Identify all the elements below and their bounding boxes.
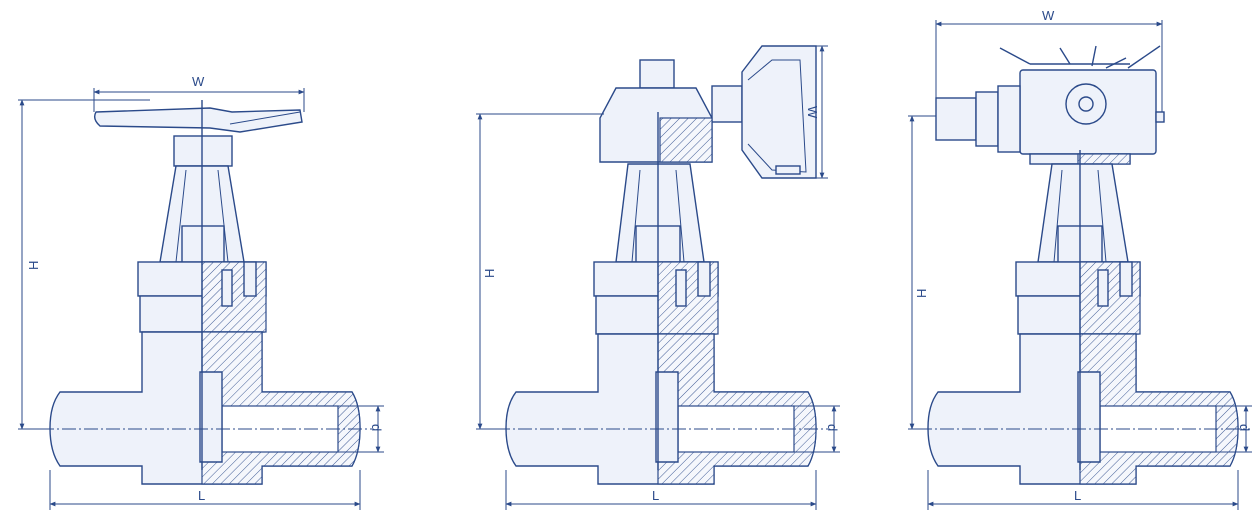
bore-label-2: d bbox=[825, 424, 840, 431]
valve-view-3: W H d L bbox=[908, 8, 1252, 510]
dimension-l-1: L bbox=[49, 470, 361, 510]
valve-body-3 bbox=[927, 333, 1239, 485]
length-label-3: L bbox=[1074, 488, 1081, 503]
dimension-w-3: W bbox=[935, 8, 1163, 112]
height-label-2: H bbox=[482, 269, 497, 278]
bonnet-2 bbox=[593, 261, 719, 335]
electric-actuator bbox=[935, 45, 1165, 165]
valve-body-2 bbox=[505, 333, 817, 485]
dimension-h-1: H bbox=[18, 99, 150, 430]
dimension-l-2: L bbox=[505, 470, 817, 510]
bonnet-3 bbox=[1015, 261, 1141, 335]
dimension-w-1: W bbox=[93, 74, 305, 112]
dimension-d-3: d bbox=[1216, 405, 1252, 453]
length-label: L bbox=[198, 488, 205, 503]
valve-view-2: W H d L bbox=[476, 45, 840, 510]
dimension-h-3: H bbox=[908, 115, 936, 430]
valve-view-1: W H d L bbox=[18, 74, 384, 510]
gearbox bbox=[599, 45, 817, 179]
width-label: W bbox=[192, 74, 205, 89]
dimension-l-3: L bbox=[927, 470, 1239, 510]
bonnet bbox=[137, 261, 267, 333]
height-label: H bbox=[26, 261, 41, 270]
length-label-2: L bbox=[652, 488, 659, 503]
dimension-w-2: W bbox=[805, 45, 828, 179]
yoke-3 bbox=[1037, 163, 1129, 263]
dimension-d-2: d bbox=[794, 405, 840, 453]
height-label-3: H bbox=[914, 289, 929, 298]
dimension-d-1: d bbox=[338, 405, 384, 453]
valve-body bbox=[49, 331, 361, 485]
width-label-2: W bbox=[805, 106, 820, 119]
bore-label-3: d bbox=[1237, 424, 1252, 431]
yoke-2 bbox=[615, 163, 705, 263]
width-label-3: W bbox=[1042, 8, 1055, 23]
handwheel bbox=[93, 107, 303, 133]
bore-label: d bbox=[369, 424, 384, 431]
dimension-h-2: H bbox=[476, 113, 604, 430]
